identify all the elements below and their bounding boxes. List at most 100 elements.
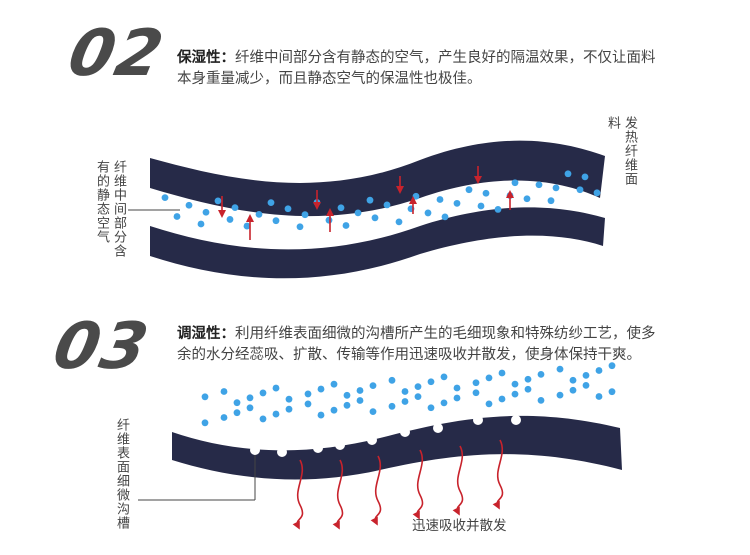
disperse-arrow [492, 439, 504, 510]
moisture-dot [427, 378, 435, 386]
moisture-dot [330, 406, 338, 414]
moisture-dot [201, 419, 209, 427]
groove-circle [473, 415, 483, 425]
air-dots-group [161, 170, 601, 231]
moisture-dot [608, 388, 616, 396]
section-03-text: 利用纤维表面细微的沟槽所产生的毛细现象和特殊纺纱工艺，使多余的水分经蕊吸、扩散、… [177, 326, 656, 363]
air-dot [477, 202, 485, 210]
moisture-dot [440, 373, 448, 381]
air-dot [354, 209, 362, 217]
air-dot [593, 189, 601, 197]
moisture-dot [220, 388, 228, 395]
air-dot [441, 213, 449, 221]
moisture-dot [472, 389, 480, 397]
fabric-groove-layer [172, 415, 622, 480]
moisture-dot [259, 389, 267, 397]
air-dot [342, 222, 350, 229]
air-dot [243, 222, 251, 230]
air-dot [267, 199, 275, 207]
moisture-dot [414, 383, 422, 390]
moisture-dot [246, 404, 254, 412]
label-heating-fiber-fabric: 发热纤维面料 [605, 116, 637, 186]
moisture-dot [453, 394, 461, 402]
groove-circle [277, 447, 287, 457]
air-dot [581, 173, 589, 181]
air-dot [436, 196, 444, 203]
air-dot [465, 186, 473, 194]
air-dot [296, 223, 304, 231]
moisture-dot [388, 376, 396, 384]
air-dot [395, 218, 403, 226]
moisture-dot [401, 388, 409, 395]
moisture-dot [524, 375, 532, 383]
section-02-description: 保湿性：纤维中间部分含有静态的空气，产生良好的隔温效果，不仅让面料本身重量减少，… [177, 48, 657, 90]
groove-circle [433, 423, 443, 433]
air-dot [564, 170, 572, 178]
air-dot [511, 179, 519, 187]
groove-circle [511, 415, 521, 425]
air-dot [494, 206, 502, 213]
moisture-dot [246, 394, 254, 402]
air-dot [272, 217, 280, 225]
air-dot [383, 201, 391, 209]
moisture-dot [608, 362, 616, 370]
groove-circle [335, 440, 345, 450]
fabric-top-layer [150, 140, 605, 217]
air-dot [482, 189, 490, 197]
moisture-dot [453, 384, 461, 392]
moisture-dot [595, 393, 603, 400]
moisture-dot [582, 382, 590, 389]
disperse-arrow [292, 459, 304, 530]
moisture-dot [569, 386, 577, 394]
moisture-dot [524, 385, 532, 393]
fabric-bottom-layer [150, 207, 605, 279]
air-dot [226, 216, 234, 223]
air-dot [325, 216, 333, 224]
moisture-dot [285, 405, 293, 413]
groove-circles-group [250, 415, 521, 457]
air-dot [337, 204, 345, 212]
moisture-dot [582, 372, 590, 379]
moisture-dot [511, 380, 519, 388]
moisture-dot [369, 408, 377, 415]
moisture-dot [388, 402, 396, 410]
moisture-dot [427, 404, 435, 412]
moisture-dot [285, 395, 293, 403]
air-dot [301, 211, 309, 219]
groove-circle [313, 443, 323, 453]
moisture-dot [272, 410, 280, 418]
air-dot [214, 197, 222, 205]
moisture-dot [317, 385, 325, 393]
air-dot [547, 197, 555, 205]
air-dot [366, 196, 374, 204]
label-absorb-disperse: 迅速吸收并散发 [412, 518, 507, 534]
air-dot [161, 194, 169, 202]
moisture-dot [485, 400, 493, 408]
air-dot [576, 186, 584, 194]
moisture-dot [233, 399, 241, 407]
section-03-heading: 调湿性： [177, 326, 235, 342]
disperse-arrows-group [292, 439, 504, 530]
groove-circle [367, 435, 377, 445]
moisture-dot [272, 384, 280, 392]
groove-circle [250, 445, 260, 455]
air-dot [185, 201, 193, 209]
heat-arrows-group [218, 166, 514, 240]
groove-circle [400, 427, 410, 437]
moisture-dot [330, 380, 338, 388]
moisture-dot [440, 399, 448, 407]
moisture-dot [356, 397, 364, 404]
label-static-air: 纤维中间部分含有的静态空气 [94, 160, 126, 258]
disperse-arrow [452, 445, 464, 516]
air-dot [231, 204, 239, 212]
moisture-dot [537, 371, 545, 378]
moisture-dot [317, 411, 325, 419]
moisture-dot [220, 414, 228, 421]
moisture-dot [485, 374, 493, 382]
air-dot [197, 220, 205, 228]
air-dot [202, 208, 210, 216]
moisture-dot [537, 397, 545, 404]
moisture-dot [401, 398, 409, 405]
moisture-dot [511, 390, 519, 398]
